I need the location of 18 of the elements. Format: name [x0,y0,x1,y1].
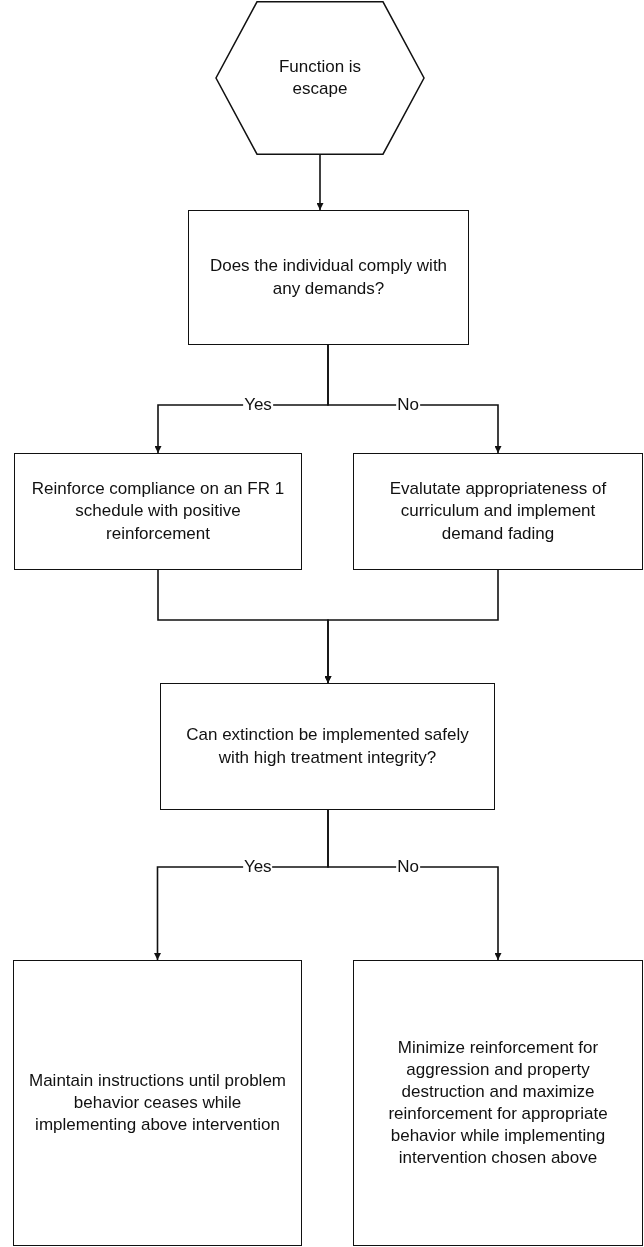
node-text: Function is escape [277,55,363,100]
arrow [324,569,499,684]
node-text: Reinforce compliance on an FR 1 schedule with positive reinforcement [30,478,286,545]
arrow [316,154,324,211]
process-box [188,210,469,345]
node-text: Can extinction be implemented safely with high treatment integrity? [185,724,470,769]
process-box [14,453,302,570]
process-box [353,453,643,570]
node-text: Maintain instructions until problem behavior ceases while implementing above intervention [28,1069,287,1137]
node-text: Evalutate appropriateness of curriculum and implement demand fading [388,478,608,545]
process-box [13,960,302,1246]
node-text: Does the individual comply with any demands? [208,255,449,300]
start-hexagon [215,1,425,155]
arrow [327,809,502,961]
node-text: Minimize reinforcement for aggression and property destruction and maximize reinforcement for appropriate behavior while implementing intervention chosen above [387,1036,609,1170]
arrow [327,344,502,454]
process-box [160,683,495,810]
process-box [353,960,643,1246]
